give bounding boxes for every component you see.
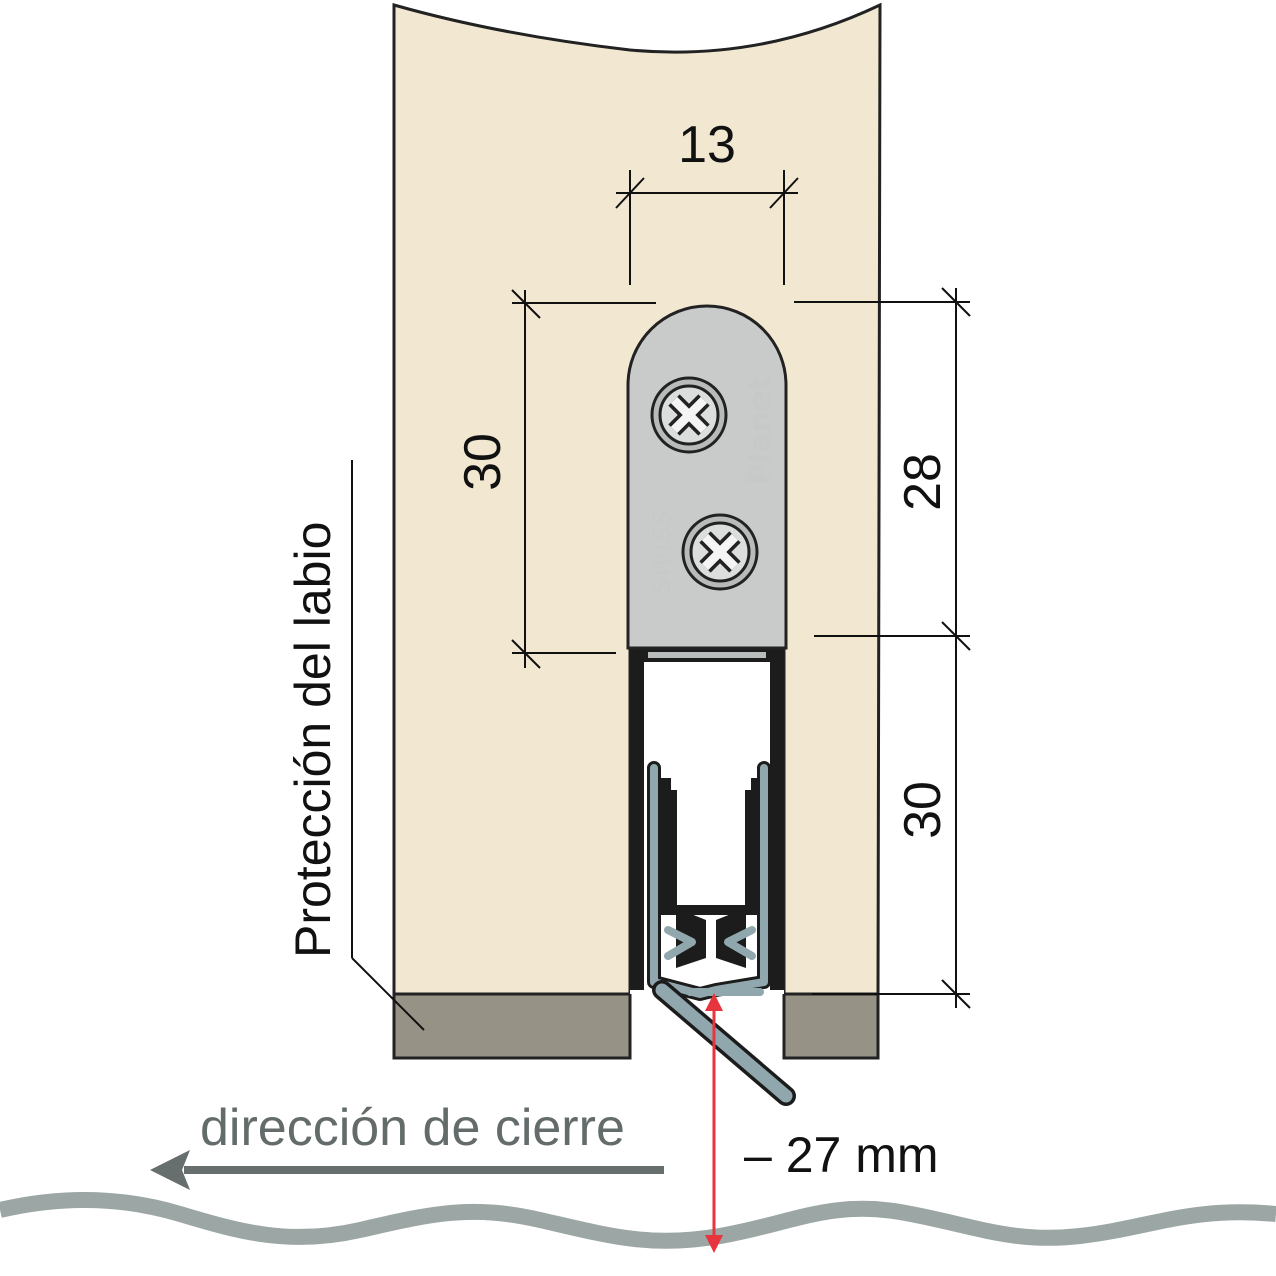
- profile-wall-right: [770, 660, 784, 990]
- screw-icon: [681, 513, 759, 591]
- dim-height-left-label: 30: [454, 433, 512, 491]
- door-bottom-right: [782, 992, 880, 1060]
- seal-carrier: [661, 778, 761, 968]
- gap-label: – 27 mm: [744, 1127, 939, 1183]
- lip-protection-leader: [351, 460, 425, 1031]
- dim-width: [615, 170, 799, 285]
- door-bottom-left: [392, 992, 632, 1060]
- dim-height-right: [794, 287, 971, 1009]
- lip-protection-label: Protección del labio: [285, 522, 341, 958]
- dim-height-right-upper-label: 28: [894, 453, 952, 511]
- dim-height-right-lower-label: 30: [894, 781, 952, 839]
- floor-line: [0, 1192, 1276, 1249]
- dim-width-label: 13: [678, 116, 736, 174]
- screw-icon: [650, 376, 728, 454]
- dim-height-left: [511, 289, 656, 669]
- brand-swiss-label: SWISS: [648, 508, 676, 594]
- seal-lip: [647, 761, 796, 1106]
- closing-direction-arrow: [150, 1150, 664, 1190]
- profile-wall-left: [630, 660, 644, 990]
- brand-planet-label: Planet: [743, 376, 778, 485]
- closing-direction-label: dirección de cierre: [200, 1099, 625, 1157]
